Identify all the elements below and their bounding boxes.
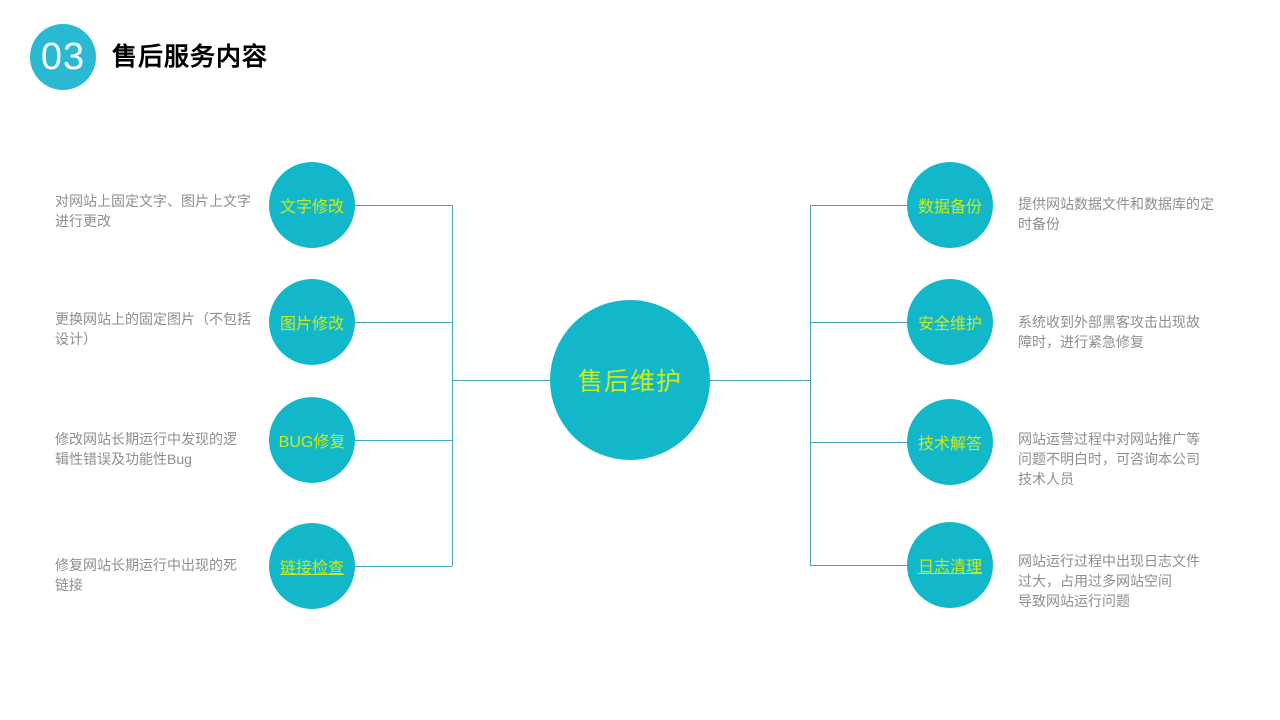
description-security-maintenance: 系统收到外部黑客攻击出现故 障时，进行紧急修复 <box>1018 314 1200 350</box>
node-label: 文字修改 <box>279 199 344 216</box>
description-bug-fix: 修改网站长期运行中发现的逻 辑性错误及功能性Bug <box>55 431 237 467</box>
section-number-badge: 03 <box>30 24 96 90</box>
description-log-cleanup: 网站运行过程中出现日志文件 过大，占用过多网站空间 导致网站运行问题 <box>1018 553 1200 609</box>
connector-line <box>810 565 908 566</box>
node-label: BUG修复 <box>278 434 346 451</box>
connector-line <box>452 205 453 566</box>
node-label: 技术解答 <box>917 436 982 453</box>
node-after-sales-maintenance: 售后维护 <box>550 300 710 460</box>
page-title: 售后服务内容 <box>112 43 269 71</box>
section-number: 03 <box>40 35 86 78</box>
connector-line <box>354 322 452 323</box>
node-log-cleanup: 日志清理 <box>907 522 993 608</box>
node-image-modification: 图片修改 <box>269 279 355 365</box>
connector-line <box>354 440 452 441</box>
node-bug-fix: BUG修复 <box>269 397 355 483</box>
connector-line <box>354 566 452 567</box>
connector-line <box>452 380 552 381</box>
connector-line <box>810 205 811 565</box>
node-label: 安全维护 <box>917 316 982 333</box>
node-security-maintenance: 安全维护 <box>907 279 993 365</box>
description-link-check: 修复网站长期运行中出现的死 链接 <box>55 557 237 593</box>
connector-line <box>810 442 908 443</box>
connector-line <box>354 205 452 206</box>
description-text-modification: 对网站上固定文字、图片上文字 进行更改 <box>55 193 251 229</box>
node-link-check: 链接检查 <box>269 523 355 609</box>
node-label: 链接检查 <box>279 560 344 577</box>
node-text-modification: 文字修改 <box>269 162 355 248</box>
description-technical-support: 网站运营过程中对网站推广等 问题不明白时，可咨询本公司 技术人员 <box>1018 431 1200 487</box>
connector-line <box>810 322 908 323</box>
connector-line <box>810 205 908 206</box>
node-technical-support: 技术解答 <box>907 399 993 485</box>
node-label: 图片修改 <box>279 316 344 333</box>
description-data-backup: 提供网站数据文件和数据库的定 时备份 <box>1018 196 1214 232</box>
node-data-backup: 数据备份 <box>907 162 993 248</box>
node-label: 数据备份 <box>917 199 982 216</box>
center-node-label: 售后维护 <box>577 368 682 396</box>
connector-line <box>708 380 810 381</box>
description-image-modification: 更换网站上的固定图片（不包括 设计） <box>55 311 251 347</box>
node-label: 日志清理 <box>917 559 982 576</box>
